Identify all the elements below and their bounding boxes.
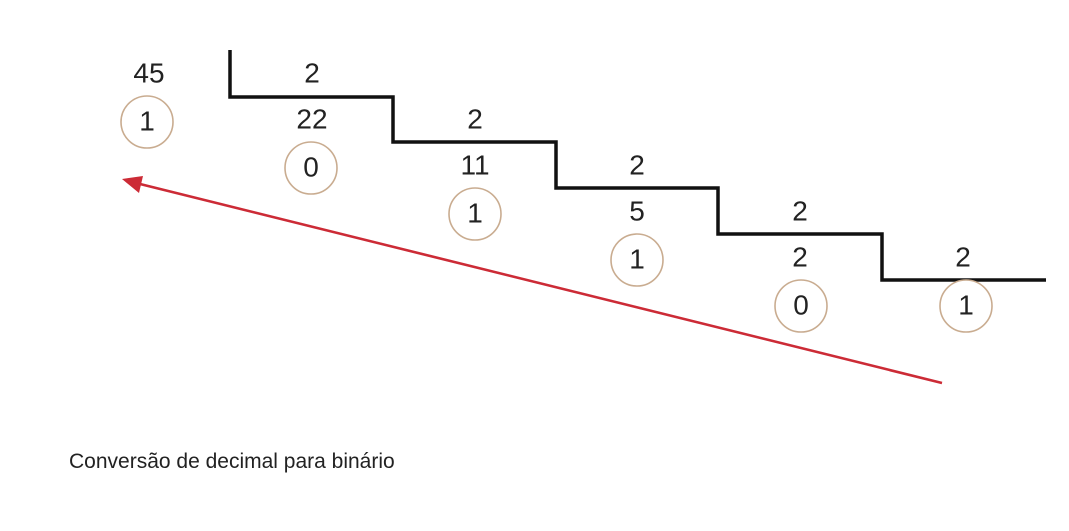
remainder-6: 1	[939, 279, 993, 333]
division-diagram: 45 2 2 2 2 2 22 11 5 2 1 0 1 1 0	[120, 50, 1046, 385]
divisor-3: 2	[629, 149, 645, 180]
svg-text:1: 1	[467, 197, 483, 228]
divisor-1: 2	[304, 57, 320, 88]
arrowhead-icon	[122, 176, 143, 193]
reading-direction-arrow	[139, 182, 943, 385]
svg-text:0: 0	[793, 289, 809, 320]
quotient-3: 5	[629, 195, 645, 226]
remainder-4: 1	[610, 233, 664, 287]
quotient-2: 11	[460, 149, 489, 180]
divisor-4: 2	[792, 195, 808, 226]
quotient-4: 2	[792, 241, 808, 272]
divisor-2: 2	[467, 103, 483, 134]
figure-caption: Conversão de decimal para binário	[69, 450, 395, 473]
remainder-3: 1	[448, 187, 502, 241]
svg-text:0: 0	[303, 151, 319, 182]
svg-text:1: 1	[139, 105, 155, 136]
remainder-2: 0	[284, 141, 338, 195]
figure: 45 2 2 2 2 2 22 11 5 2 1 0 1 1 0	[68, 0, 1068, 430]
divisor-5: 2	[955, 241, 971, 272]
svg-text:1: 1	[958, 289, 974, 320]
quotient-1: 22	[296, 103, 327, 134]
remainder-5: 0	[774, 279, 828, 333]
remainder-1: 1	[120, 95, 174, 149]
svg-text:1: 1	[629, 243, 645, 274]
division-staircase	[228, 50, 1046, 282]
dividend: 45	[133, 57, 164, 88]
